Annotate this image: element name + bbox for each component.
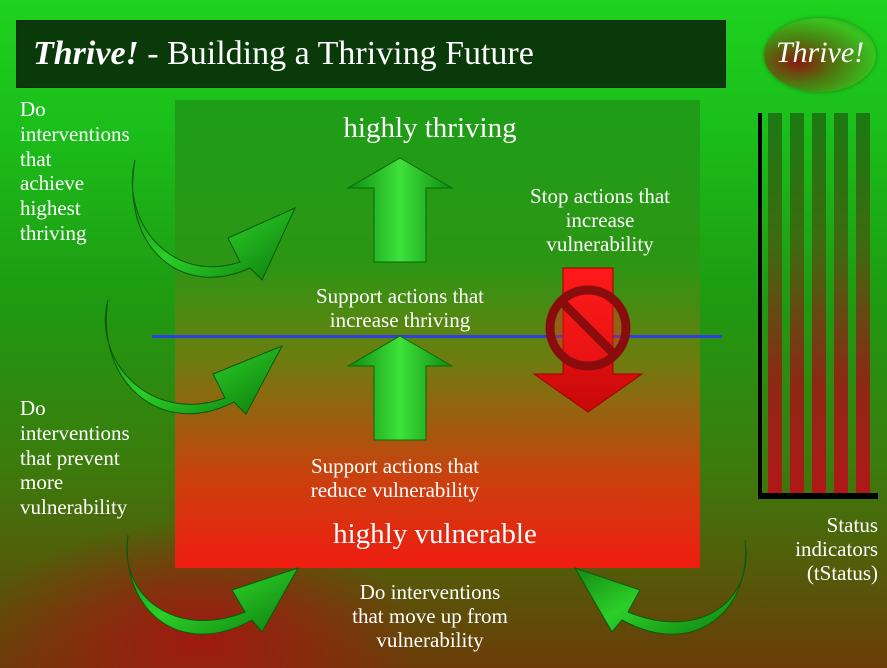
achieve-thriving-text: Do interventions that achieve highest th… bbox=[20, 97, 130, 246]
prevent-line: interventions bbox=[20, 420, 130, 445]
thrive-logo: Thrive! bbox=[764, 18, 876, 92]
status-bar bbox=[834, 113, 848, 493]
status-label-line: Status bbox=[826, 513, 878, 537]
curved-arrow-icon bbox=[131, 159, 297, 281]
slide-title: Thrive! - Building a Thriving Future bbox=[33, 35, 534, 73]
achieve-line: interventions bbox=[20, 121, 130, 146]
down-arrow-icon bbox=[532, 267, 644, 413]
support-thriving-line: Support actions that bbox=[316, 284, 484, 308]
curved-arrow-icon bbox=[104, 299, 284, 415]
move-up-line: that move up from bbox=[352, 604, 508, 629]
status-indicators-label: Status indicators (tStatus) bbox=[760, 513, 878, 585]
support-reduce-line: reduce vulnerability bbox=[310, 478, 480, 503]
status-label-line: (tStatus) bbox=[806, 561, 878, 586]
prevent-line: that prevent bbox=[20, 445, 120, 470]
no-sign-icon bbox=[545, 285, 631, 371]
status-axis-bottom bbox=[758, 493, 878, 499]
highly-thriving-label: highly thriving bbox=[343, 112, 517, 144]
status-label-line: indicators bbox=[795, 537, 878, 562]
highly-vulnerable-label: highly vulnerable bbox=[333, 518, 537, 550]
support-thriving-line: increase thriving bbox=[329, 308, 471, 333]
curved-arrow-icon bbox=[126, 534, 300, 635]
stop-actions-line: vulnerability bbox=[546, 232, 654, 257]
prevent-line: vulnerability bbox=[20, 495, 128, 520]
move-up-text: Do interventions that move up from vulne… bbox=[320, 580, 540, 652]
stop-actions-line: increase bbox=[565, 208, 635, 233]
title-bar: Thrive! - Building a Thriving Future bbox=[16, 20, 726, 88]
achieve-line: achieve bbox=[20, 171, 85, 196]
support-reduce-label: Support actions that reduce vulnerabilit… bbox=[270, 454, 520, 502]
achieve-line: thriving bbox=[20, 220, 87, 245]
curved-arrow-icon bbox=[573, 539, 747, 635]
achieve-line: that bbox=[20, 146, 52, 171]
achieve-line: Do bbox=[20, 97, 46, 121]
title-brand: Thrive! bbox=[33, 35, 139, 72]
move-up-line: vulnerability bbox=[376, 628, 484, 653]
up-arrow-icon bbox=[346, 157, 454, 263]
stop-actions-label: Stop actions that increase vulnerability bbox=[500, 184, 700, 256]
baseline-divider bbox=[152, 335, 722, 338]
logo-text: Thrive! bbox=[775, 36, 865, 69]
prevent-line: more bbox=[20, 470, 64, 495]
status-indicator-bars bbox=[758, 113, 878, 505]
status-bar bbox=[768, 113, 782, 493]
status-bar bbox=[856, 113, 870, 493]
up-arrow-icon bbox=[346, 335, 454, 441]
prevent-line: Do bbox=[20, 396, 46, 420]
stop-actions-line: Stop actions that bbox=[530, 184, 670, 208]
support-thriving-label: Support actions that increase thriving bbox=[275, 284, 525, 332]
status-axis-left bbox=[758, 113, 762, 497]
prevent-vulnerability-text: Do interventions that prevent more vulne… bbox=[20, 396, 130, 520]
achieve-line: highest bbox=[20, 196, 81, 221]
status-bar bbox=[812, 113, 826, 493]
support-reduce-line: Support actions that bbox=[311, 454, 479, 478]
title-rest: - Building a Thriving Future bbox=[138, 35, 534, 72]
status-bar bbox=[790, 113, 804, 493]
move-up-line: Do interventions bbox=[359, 580, 501, 604]
